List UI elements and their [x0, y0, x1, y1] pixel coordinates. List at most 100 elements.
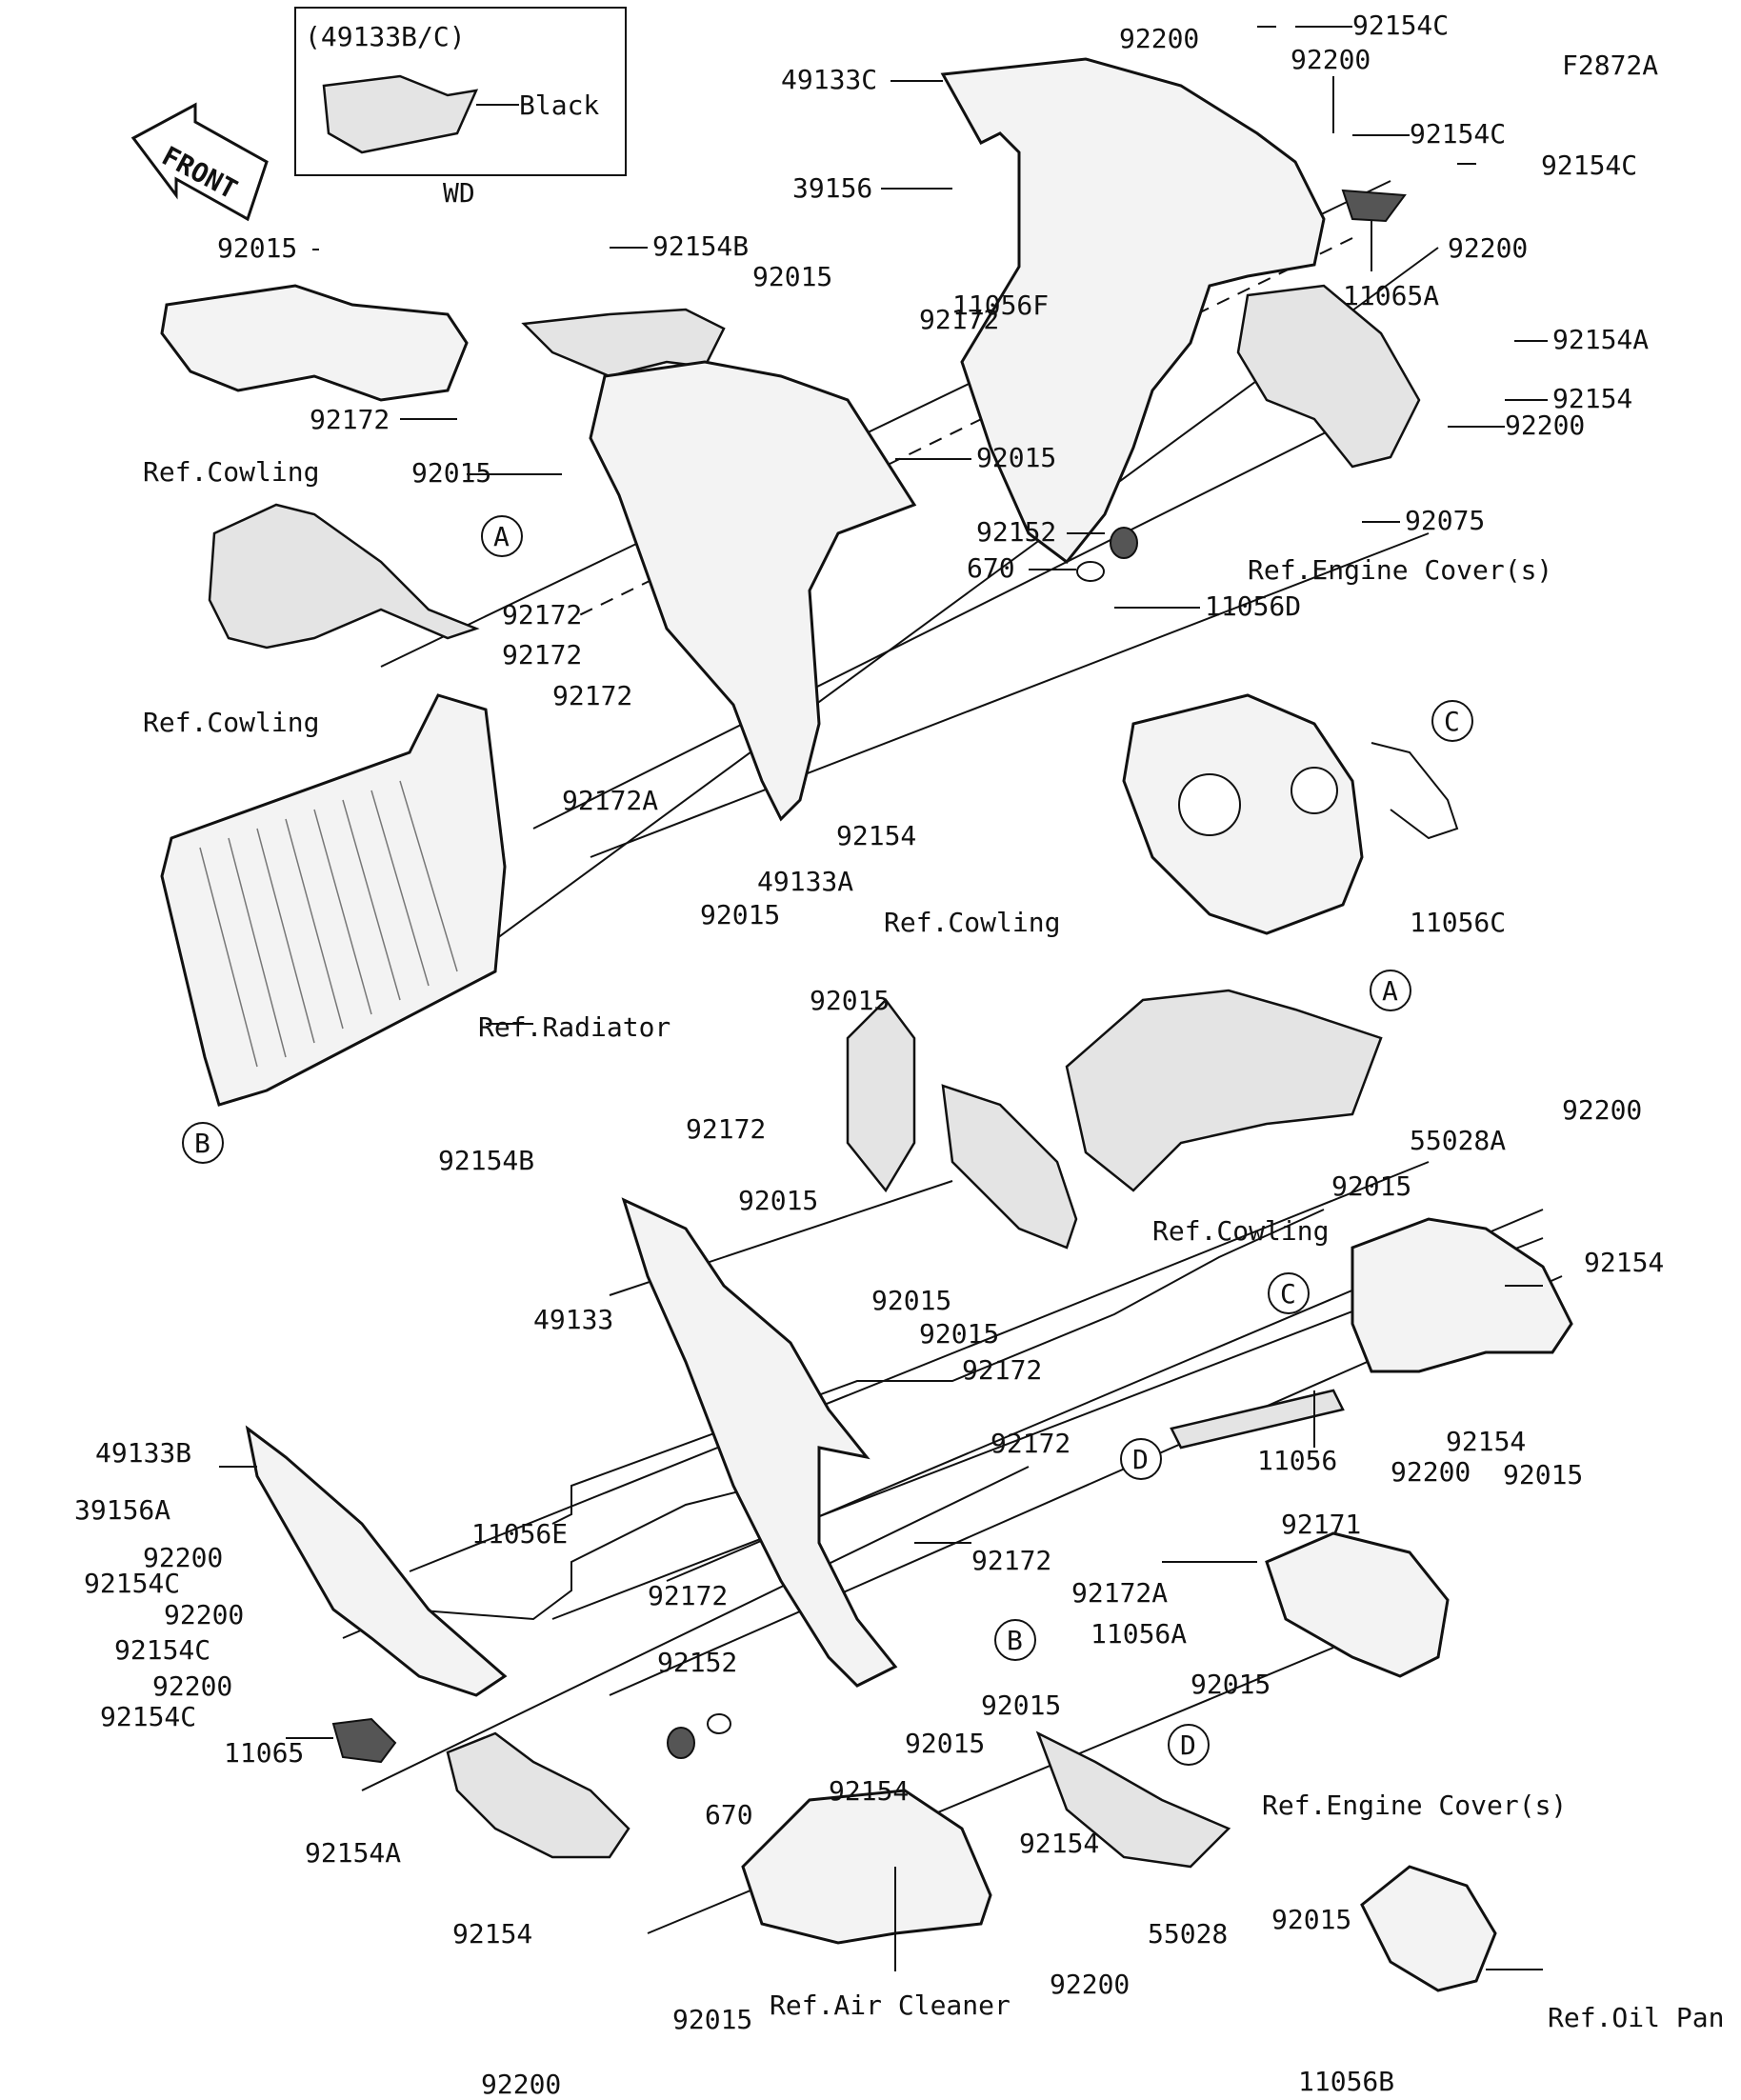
engine-cover-2: [1265, 1531, 1450, 1678]
part-label: 92172: [971, 1545, 1051, 1576]
part-label: 92172: [648, 1580, 728, 1611]
part-label: 92172: [552, 680, 632, 711]
oil-pan-piece: [1360, 1865, 1497, 1992]
part-drawings: [160, 57, 1573, 1992]
ref-label: Ref.Oil Pan: [1548, 2002, 1724, 2033]
part-label: 92172: [310, 404, 390, 435]
inset-market-code: WD: [443, 177, 475, 209]
part-label: 55028: [1148, 1918, 1228, 1950]
part-label: 92154: [836, 820, 916, 851]
part-label: 92015: [1271, 1904, 1351, 1935]
lower-cowl-ref: [208, 503, 480, 650]
part-label: 92154C: [100, 1701, 196, 1732]
part-label: 92015: [976, 442, 1056, 473]
part-label: 92075: [1405, 505, 1485, 536]
part-label: 92015: [905, 1728, 985, 1759]
engine-cover: [1122, 693, 1364, 935]
part-label: 55028A: [1410, 1125, 1506, 1156]
part-label: 92015: [738, 1185, 818, 1216]
inset-color-label: Black: [519, 90, 599, 121]
part-label: 39156A: [74, 1494, 170, 1526]
bracket-55028: [1035, 1730, 1231, 1869]
inset-title: (49133B/C): [305, 21, 466, 52]
part-label: 92172A: [562, 785, 658, 816]
part-label: 11065A: [1343, 280, 1439, 311]
part-label: 92015: [1503, 1459, 1583, 1490]
ref-label: Ref.Engine Cover(s): [1262, 1790, 1567, 1821]
part-label: 92154C: [1541, 150, 1637, 181]
part-label: 92200: [1119, 23, 1199, 54]
part-label: 92172A: [1071, 1577, 1168, 1609]
part-label: 92015: [919, 1318, 999, 1350]
part-label: 92200: [164, 1599, 244, 1630]
part-label: 92152: [976, 516, 1056, 548]
part-label: 92172: [502, 639, 582, 670]
part-label: 11056B: [1298, 2066, 1394, 2097]
part-label: 92154A: [1552, 324, 1649, 355]
callout-d-2: D: [1180, 1730, 1196, 1761]
part-label: 11056E: [471, 1518, 568, 1550]
part-label: 92172: [919, 304, 999, 335]
part-label: 92015: [1191, 1669, 1271, 1700]
part-label: 92200: [1505, 410, 1585, 441]
callout-d-1: D: [1132, 1444, 1149, 1475]
part-label: 92015: [871, 1285, 951, 1316]
rail-11056: [1170, 1389, 1345, 1450]
part-label: 92015: [981, 1690, 1061, 1721]
part-label: 92015: [672, 2004, 752, 2035]
ref-label: Ref.Cowling: [1152, 1215, 1329, 1247]
part-label: 92152: [657, 1647, 737, 1678]
part-label: 92154C: [114, 1634, 210, 1666]
part-label: 92015: [411, 457, 491, 489]
duct-mid-2: [941, 1084, 1078, 1250]
part-label: 92154A: [305, 1837, 401, 1869]
lower-bracket-left: [446, 1731, 630, 1859]
part-labels: 92200 92154C 92200 92154C 92154C 92200 4…: [74, 10, 1664, 2100]
part-label: 92172: [502, 599, 582, 630]
part-label: 92015: [810, 985, 890, 1016]
part-label: 92015: [217, 232, 297, 264]
part-label: 92200: [1448, 232, 1528, 264]
upper-cowl-49133C: [940, 57, 1326, 565]
part-label: 92154C: [1352, 10, 1449, 41]
part-label: 92200: [481, 2069, 561, 2100]
bracket-11065: [331, 1717, 397, 1764]
part-label: 92154B: [652, 230, 749, 262]
part-label: 92200: [1391, 1456, 1471, 1488]
ref-label: Ref.Cowling: [143, 707, 319, 738]
callout-b-1: B: [194, 1128, 210, 1159]
callout-c-2: C: [1280, 1278, 1296, 1310]
part-label: 670: [967, 552, 1015, 584]
duct-mid-1: [846, 998, 916, 1193]
part-label: 92154: [1552, 383, 1632, 414]
part-label: 92154B: [438, 1145, 534, 1176]
ref-label: Ref.Air Cleaner: [770, 1990, 1011, 2021]
part-label: 92200: [1050, 1969, 1130, 2000]
part-label: 92172: [962, 1354, 1042, 1386]
part-label: 49133B: [95, 1437, 191, 1469]
callout-c-1: C: [1444, 706, 1460, 737]
callouts: A C A B C D B D: [182, 515, 1473, 1766]
inset-box: (49133B/C) Black WD: [294, 7, 627, 209]
part-label: 92154: [1019, 1828, 1099, 1859]
ref-label: Ref.Engine Cover(s): [1248, 554, 1552, 586]
cover-55028A: [1351, 1217, 1573, 1373]
part-label: 670: [705, 1799, 753, 1830]
part-label: 92200: [1562, 1094, 1642, 1126]
part-label: 92154: [1446, 1426, 1526, 1457]
part-label: 92171: [1281, 1509, 1361, 1540]
part-label: 92154: [452, 1918, 532, 1950]
part-label: 92200: [1291, 44, 1371, 75]
part-label: 11056F: [952, 290, 1049, 321]
part-label: 39156: [792, 172, 872, 204]
side-bracket-right: [1236, 284, 1421, 469]
part-label: 11056A: [1091, 1618, 1187, 1650]
ref-label: Ref.Cowling: [884, 907, 1060, 938]
duct-mid-3: [1065, 989, 1383, 1192]
left-duct: [160, 284, 469, 402]
callout-a-1: A: [493, 521, 510, 552]
part-label: 11056C: [1410, 907, 1506, 938]
part-label: 49133A: [757, 866, 853, 897]
part-label: 11056D: [1205, 590, 1301, 622]
